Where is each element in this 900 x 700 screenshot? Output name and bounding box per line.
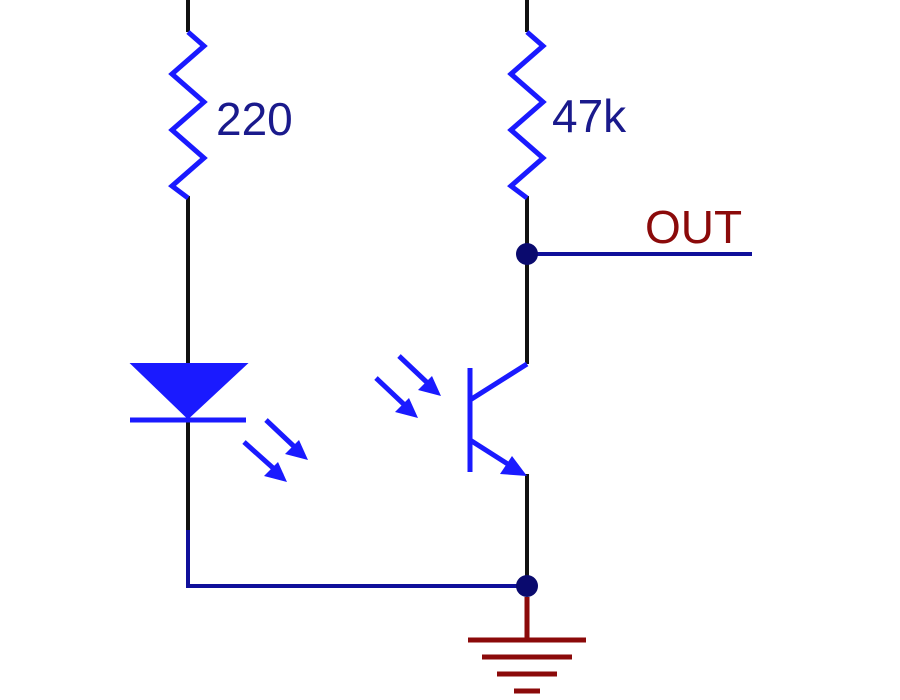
resistor-icon xyxy=(507,30,547,200)
out-label: OUT xyxy=(645,201,742,253)
junction-dot-out xyxy=(516,243,538,265)
bottom-wire xyxy=(186,530,527,588)
resistor-47k-label: 47k xyxy=(552,90,627,142)
resistor-icon xyxy=(168,30,208,200)
junction-dot-ground xyxy=(516,575,538,597)
led-icon xyxy=(129,363,308,482)
resistor-220-label: 220 xyxy=(216,93,293,145)
ground-icon xyxy=(468,597,586,694)
phototransistor-icon xyxy=(374,354,529,476)
